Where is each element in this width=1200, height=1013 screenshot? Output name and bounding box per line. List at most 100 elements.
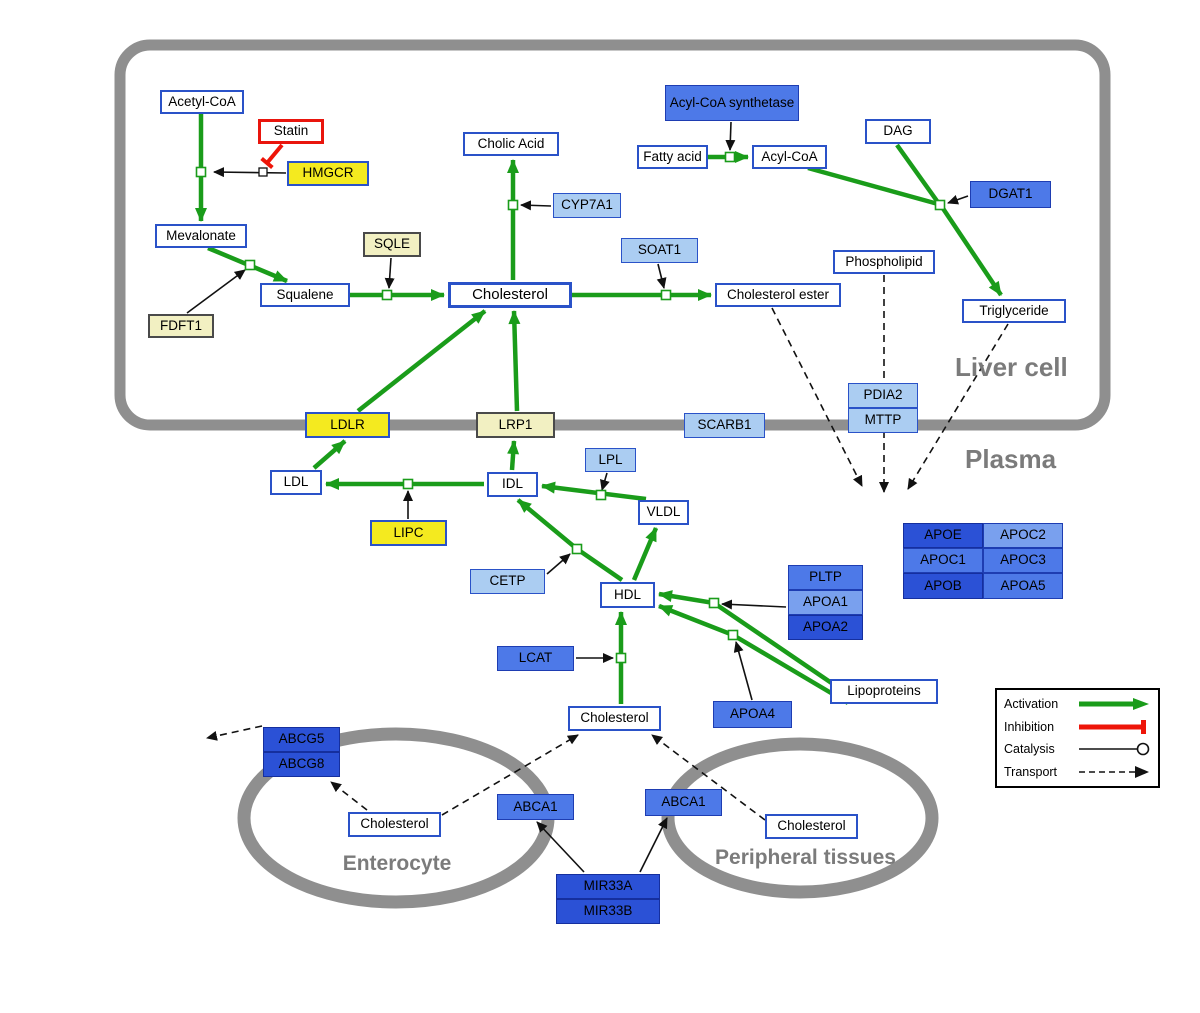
activation-edge	[312, 439, 347, 470]
cholesterol-peripheral-node[interactable]: Cholesterol	[765, 814, 858, 839]
catalysis-edge	[725, 121, 736, 151]
mir33b-node[interactable]: MIR33B	[556, 899, 660, 924]
legend-activation-label: Activation	[1004, 697, 1059, 712]
process-node	[595, 489, 607, 501]
lipoproteins-node[interactable]: Lipoproteins	[830, 679, 938, 704]
cholesterol-liver-node[interactable]: Cholesterol	[448, 282, 572, 308]
catalysis-edge	[947, 194, 969, 205]
peripheral-tissues-label: Peripheral tissues	[715, 846, 896, 869]
catalysis-edge	[600, 472, 610, 491]
cetp-node[interactable]: CETP	[470, 569, 545, 594]
abcg5-node[interactable]: ABCG5	[263, 727, 340, 752]
process-node	[708, 597, 720, 609]
cholic-acid-node[interactable]: Cholic Acid	[463, 132, 559, 156]
lcat-node[interactable]: LCAT	[497, 646, 574, 671]
lrp1-node[interactable]: LRP1	[476, 412, 555, 438]
sqle-node[interactable]: SQLE	[363, 232, 421, 257]
ldl-node[interactable]: LDL	[270, 470, 322, 495]
catalysis-edge	[213, 167, 287, 178]
catalysis-edge	[656, 263, 667, 289]
catalysis-edge	[520, 200, 552, 211]
peripheral-tissues-membrane	[661, 737, 939, 899]
apoa1-node[interactable]: APOA1	[788, 590, 863, 615]
legend-catalysis-label: Catalysis	[1004, 742, 1055, 757]
hdl-node[interactable]: HDL	[600, 582, 655, 608]
process-node	[660, 289, 672, 301]
lpl-node[interactable]: LPL	[585, 448, 636, 472]
legend-row-activation: Activation	[1004, 693, 1151, 715]
legend-inhibition-label: Inhibition	[1004, 719, 1055, 734]
legend-transport-label: Transport	[1004, 764, 1058, 779]
mir33a-node[interactable]: MIR33A	[556, 874, 660, 899]
activation-arrow-icon	[1079, 698, 1149, 711]
activation-edge	[508, 310, 521, 412]
transport-edge	[907, 323, 1009, 490]
hmgcr-node[interactable]: HMGCR	[287, 161, 369, 186]
statin-node[interactable]: Statin	[258, 119, 324, 144]
phospholipid-node[interactable]: Phospholipid	[833, 250, 935, 274]
apoa2-node[interactable]: APOA2	[788, 615, 863, 640]
abca1-enterocyte-node[interactable]: ABCA1	[497, 794, 574, 820]
apoc3-node[interactable]: APOC3	[983, 548, 1063, 573]
catalysis-edge	[639, 817, 668, 873]
transport-edge	[206, 725, 263, 741]
pltp-node[interactable]: PLTP	[788, 565, 863, 590]
apoe-node[interactable]: APOE	[903, 523, 983, 548]
ldlr-node[interactable]: LDLR	[305, 412, 390, 438]
transport-edge	[330, 781, 368, 811]
acyl-coa-node[interactable]: Acyl-CoA	[752, 145, 827, 169]
acetyl-coa-node[interactable]: Acetyl-CoA	[160, 90, 244, 114]
activation-edge	[631, 527, 659, 581]
cholesterol-enterocyte-node[interactable]: Cholesterol	[348, 812, 441, 837]
catalysis-edge	[546, 553, 571, 575]
legend-row-transport: Transport	[1004, 761, 1151, 783]
squalene-node[interactable]: Squalene	[260, 283, 350, 307]
process-node	[615, 652, 627, 664]
process-node	[244, 259, 256, 271]
mttp-node[interactable]: MTTP	[848, 408, 918, 433]
activation-edge	[356, 309, 487, 413]
activation-edge	[895, 143, 939, 203]
fatty-acid-node[interactable]: Fatty acid	[637, 145, 708, 169]
plasma-label: Plasma	[965, 444, 1057, 474]
vldl-node[interactable]: VLDL	[638, 500, 689, 525]
activation-edge	[940, 205, 1003, 297]
abca1-peripheral-node[interactable]: ABCA1	[645, 789, 722, 816]
apob-node[interactable]: APOB	[903, 573, 983, 599]
apoa4-node[interactable]: APOA4	[713, 701, 792, 728]
catalysis-edge	[536, 821, 585, 873]
catalysis-edge	[384, 257, 395, 289]
transport-edge	[441, 734, 579, 816]
activation-edge	[541, 481, 647, 502]
triglyceride-node[interactable]: Triglyceride	[962, 299, 1066, 323]
catalysis-circle-icon	[1079, 742, 1150, 756]
inhibition-tbar-icon	[1079, 719, 1146, 734]
cholesterol-plasma-node[interactable]: Cholesterol	[568, 706, 661, 731]
dag-node[interactable]: DAG	[865, 119, 931, 144]
process-node	[934, 199, 946, 211]
activation-edge	[807, 165, 939, 207]
dgat1-node[interactable]: DGAT1	[970, 181, 1051, 208]
cyp7a1-node[interactable]: CYP7A1	[553, 193, 621, 218]
legend-row-inhibition: Inhibition	[1004, 716, 1151, 738]
apoc2-node[interactable]: APOC2	[983, 523, 1063, 548]
mevalonate-node[interactable]: Mevalonate	[155, 224, 247, 248]
cholesterol-ester-node[interactable]: Cholesterol ester	[715, 283, 841, 307]
catalysis-edge	[186, 269, 246, 314]
apoc1-node[interactable]: APOC1	[903, 548, 983, 573]
soat1-node[interactable]: SOAT1	[621, 238, 698, 263]
process-node	[724, 151, 736, 163]
transport-dashed-arrow-icon	[1079, 765, 1149, 778]
liver-cell-label: Liver cell	[955, 352, 1068, 382]
abcg8-node[interactable]: ABCG8	[263, 752, 340, 777]
acyl-coa-synthetase-node[interactable]: Acyl-CoA synthetase	[665, 85, 799, 121]
fdft1-node[interactable]: FDFT1	[148, 314, 214, 338]
scarb1-node[interactable]: SCARB1	[684, 413, 765, 438]
process-node	[195, 166, 207, 178]
idl-node[interactable]: IDL	[487, 472, 538, 497]
pdia2-node[interactable]: PDIA2	[848, 383, 918, 408]
apoa5-node[interactable]: APOA5	[983, 573, 1063, 599]
lipc-node[interactable]: LIPC	[370, 520, 447, 546]
